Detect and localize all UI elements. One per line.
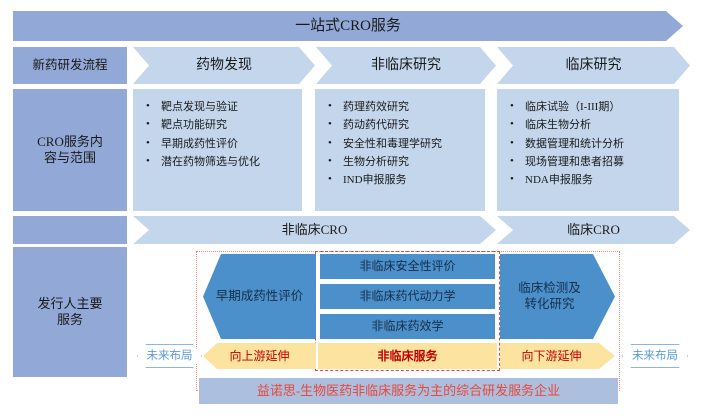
strategy-upstream-extension-label: 向上游延伸 [229,348,290,363]
list-item: 药理药效研究 [328,99,479,115]
stage-drug-discovery-label: 药物发现 [196,57,252,73]
service-preclinical-pk-label: 非临床药代动力学 [359,289,456,303]
row-label-rd-process: 新药研发流程 [13,47,127,84]
list-item: NDA申报服务 [510,172,673,188]
row-label-cro-scope-text: CRO服务内 容与范围 [37,134,103,167]
service-clinical-line1: 临床检测及 [518,280,581,295]
service-early-druggability: 早期成药性评价 [203,254,316,339]
future-layout-right-label: 未来布局 [632,349,678,362]
cro-type-preclinical-label: 非临床CRO [281,221,348,237]
scope-box-preclinical-research: 药理药效研究 药动药代研究 安全性和毒理学研究 生物分析研究 IND申报服务 [315,89,485,211]
row-label-issuer-services-text: 发行人主要 服务 [37,296,102,329]
page-title: 一站式CRO服务 [295,17,401,34]
service-preclinical-pd: 非临床药效学 [320,314,495,339]
list-item: 潜在药物筛选与优化 [146,154,296,170]
row-label-spacer [13,216,127,244]
list-item: 数据管理和统计分析 [510,136,673,152]
list-item: 靶点发现与验证 [146,99,296,115]
strategy-preclinical-core-label: 非临床服务 [377,348,438,363]
list-item: 早期成药性评价 [146,136,296,152]
stage-preclinical-research: 非临床研究 [316,47,496,84]
future-layout-right: 未来布局 [622,344,688,368]
list-item: 生物分析研究 [328,154,479,170]
stage-drug-discovery: 药物发现 [133,47,315,84]
service-clinical-testing-translational-label: 临床检测及 转化研究 [518,281,581,312]
scope-list-clinical-research: 临床试验（I-III期） 临床生物分析 数据管理和统计分析 现场管理和患者招募 … [509,99,673,188]
service-preclinical-safety: 非临床安全性评价 [320,254,495,279]
row-label-cro-scope-line2: 容与范围 [43,150,96,165]
service-preclinical-safety-label: 非临床安全性评价 [359,259,456,273]
list-item: 靶点功能研究 [146,117,296,133]
row-label-cro-scope-line1: CRO服务内 [37,133,103,149]
stage-clinical-research-label: 临床研究 [565,57,622,73]
strategy-upstream-extension: 向上游延伸 [203,343,316,369]
scope-box-clinical-research: 临床试验（I-III期） 临床生物分析 数据管理和统计分析 现场管理和患者招募 … [497,89,679,211]
row-label-rd-process-text: 新药研发流程 [32,57,108,72]
service-preclinical-pk: 非临床药代动力学 [320,284,495,309]
row-label-issuer-line1: 发行人主要 [37,295,103,311]
row-label-issuer-services: 发行人主要 服务 [13,247,127,377]
list-item: 现场管理和患者招募 [510,154,673,170]
service-early-druggability-label: 早期成药性评价 [215,288,304,303]
cro-type-preclinical: 非临床CRO [133,216,496,244]
service-clinical-testing-translational: 临床检测及 转化研究 [500,254,615,339]
one-stop-cro-title-banner: 一站式CRO服务 [13,11,683,41]
row-label-cro-scope: CRO服务内 容与范围 [13,89,127,211]
future-layout-left: 未来布局 [137,344,202,368]
stage-preclinical-research-label: 非临床研究 [371,57,441,73]
list-item: 临床生物分析 [510,117,673,133]
company-summary-text: 益诺思-生物医药非临床服务为主的综合研发服务企业 [256,382,561,398]
list-item: 药动药代研究 [328,117,479,133]
list-item: 临床试验（I-III期） [510,99,673,115]
strategy-downstream-extension-label: 向下游延伸 [521,348,582,363]
strategy-downstream-extension: 向下游延伸 [500,343,615,369]
cro-type-clinical: 临床CRO [497,216,690,244]
stage-clinical-research: 临床研究 [497,47,690,84]
service-clinical-line2: 转化研究 [524,296,575,311]
future-layout-left-label: 未来布局 [146,349,193,362]
list-item: 安全性和毒理学研究 [328,136,479,152]
company-summary-bar: 益诺思-生物医药非临床服务为主的综合研发服务企业 [199,378,618,404]
scope-list-preclinical-research: 药理药效研究 药动药代研究 安全性和毒理学研究 生物分析研究 IND申报服务 [327,99,479,188]
strategy-preclinical-core: 非临床服务 [318,343,497,369]
cro-type-clinical-label: 临床CRO [567,221,620,237]
list-item: IND申报服务 [328,172,479,188]
scope-box-drug-discovery: 靶点发现与验证 靶点功能研究 早期成药性评价 潜在药物筛选与优化 [133,89,302,211]
service-preclinical-pd-label: 非临床药效学 [371,319,444,333]
row-label-issuer-line2: 服务 [56,312,83,327]
scope-list-drug-discovery: 靶点发现与验证 靶点功能研究 早期成药性评价 潜在药物筛选与优化 [145,99,296,170]
